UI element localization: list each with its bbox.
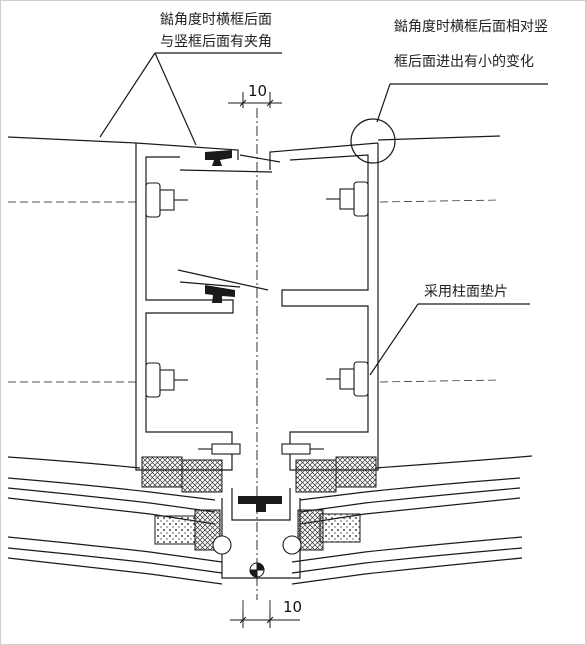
screw-right <box>281 443 324 455</box>
round-gasket-left <box>212 535 232 555</box>
annotation-gasket: 采用柱面垫片 <box>424 284 508 300</box>
spacer-left-2 <box>181 459 223 493</box>
anchor-top-left <box>145 182 188 218</box>
leader-line-left-2 <box>154 52 197 146</box>
spacer-left-1 <box>141 456 183 488</box>
leader-line-left-1 <box>99 52 156 138</box>
annotation-top-right-line1: 鐑角度时横框后面相对竖 <box>394 19 548 35</box>
origin-symbol <box>249 562 265 578</box>
spacer-right-3 <box>297 509 324 551</box>
anchor-mid-left <box>145 362 188 398</box>
transom-curve-2 <box>374 455 533 469</box>
round-gasket-right <box>282 535 302 555</box>
gasket-dots-left <box>154 515 196 545</box>
leader-line-right <box>376 83 391 123</box>
clip-bottom <box>238 496 282 512</box>
ref-line-top <box>8 199 501 203</box>
transom-back-line-right <box>377 135 501 141</box>
clip-top <box>205 150 232 166</box>
annotation-top-left-line1: 鐑角度时横框后面 <box>160 12 272 28</box>
gasket-dots-right <box>319 513 361 543</box>
transom-curve-1 <box>7 456 141 469</box>
screw-left <box>198 443 241 455</box>
annotation-top-left-line2: 与竖框后面有夹角 <box>160 34 272 50</box>
spacer-right-1 <box>295 459 337 493</box>
clip-mid <box>205 285 235 303</box>
leader-gasket-2 <box>369 303 419 376</box>
ref-line-mid <box>8 379 501 383</box>
detail-circle <box>350 118 396 164</box>
spacer-right-2 <box>335 456 377 488</box>
annotation-top-right-line2: 框后面进出有小的变化 <box>394 54 534 70</box>
dimension-bottom: 10 <box>283 598 303 616</box>
dimension-top: 10 <box>248 82 268 100</box>
anchor-mid-right <box>326 361 369 397</box>
transom-back-line-left <box>7 136 137 144</box>
anchor-top-right <box>326 181 369 217</box>
